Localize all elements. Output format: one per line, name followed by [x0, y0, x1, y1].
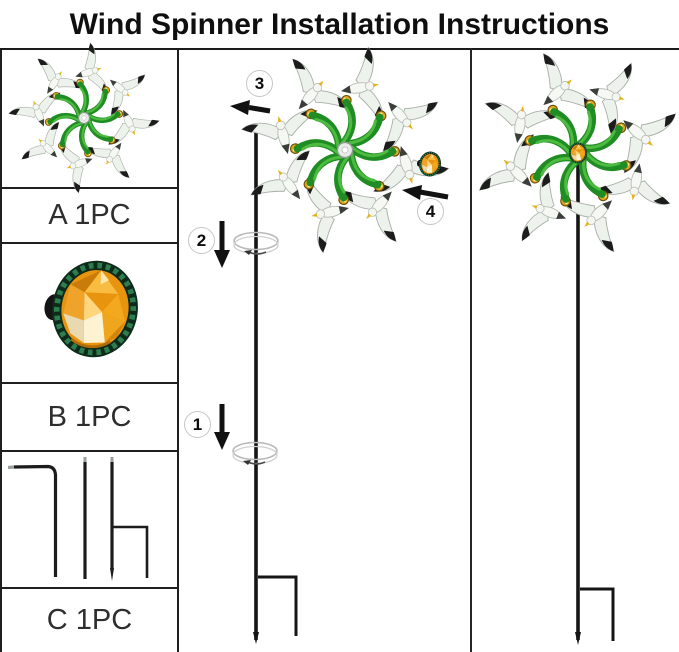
- part-a-label-cell: A 1PC: [0, 189, 179, 244]
- part-c-label: C 1PC: [46, 604, 133, 636]
- part-c-image-cell: [0, 452, 179, 589]
- step-badge-4: 4: [417, 198, 444, 225]
- part-c-label-cell: C 1PC: [0, 589, 179, 652]
- panel-divider: [470, 48, 472, 652]
- page-title: Wind Spinner Installation Instructions: [69, 8, 610, 41]
- part-b-image-cell: [0, 244, 179, 384]
- step-badge-1: 1: [184, 411, 211, 438]
- part-a-label: A 1PC: [48, 199, 131, 231]
- step-badge-3: 3: [246, 70, 273, 97]
- part-b-label-cell: B 1PC: [0, 384, 179, 452]
- part-a-image-cell: [0, 50, 179, 189]
- assembly-diagram-panel: [181, 50, 470, 652]
- step-badge-2: 2: [188, 227, 215, 254]
- part-b-label: B 1PC: [47, 400, 132, 433]
- assembled-product-panel: [472, 50, 679, 652]
